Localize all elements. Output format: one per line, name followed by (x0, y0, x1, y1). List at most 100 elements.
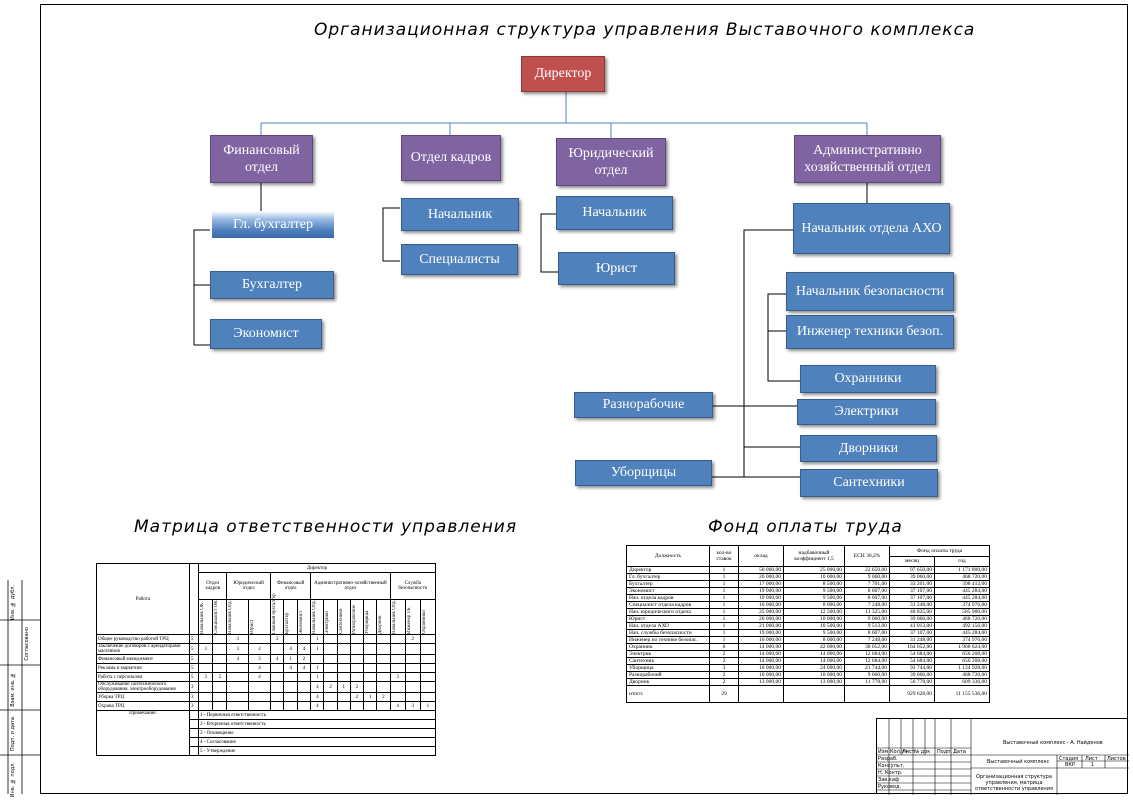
fund-cell: 10 000,00 (783, 615, 845, 623)
matrix-cell (283, 634, 298, 644)
matrix-subcol-header: Начальник Отд. (226, 599, 250, 635)
fund-cell: 9 500,00 (783, 629, 845, 637)
stamp-col-label: № док (914, 749, 931, 755)
fund-cell: 21 000,00 (738, 622, 784, 630)
stamp-description: Организационная структура управления, ма… (975, 774, 1053, 792)
fund-cell: Дворник (626, 678, 710, 686)
matrix-subcol-header: Сантехники (336, 599, 351, 635)
fund-cell: 13 000,00 (783, 678, 845, 686)
fund-cell: 10 000,00 (783, 573, 845, 581)
security-head-box: Начальник безопасности (786, 272, 954, 311)
matrix-cell (269, 672, 285, 682)
fund-cell: 31 248,00 (889, 636, 935, 644)
matrix-cell: 2 (296, 654, 312, 664)
fund-cell: Разнорабочий (626, 671, 710, 679)
matrix-cell: 4 (310, 692, 325, 702)
fund-cell: 9 500,00 (783, 587, 845, 595)
fund-cell: 22 650,00 (844, 566, 890, 574)
matrix-director-cell: 3 (189, 681, 199, 693)
fund-cell: 37 107,00 (889, 594, 935, 602)
matrix-cell (376, 701, 391, 711)
matrix-cell (363, 681, 378, 693)
fund-cell: 11 778,00 (844, 678, 890, 686)
matrix-cell (269, 681, 285, 693)
matrix-cell (363, 701, 378, 711)
fund-cell: 16 000,00 (738, 601, 784, 609)
fund-cell: 374 976,00 (933, 601, 991, 609)
fund-cell: 12 684,00 (844, 657, 890, 665)
matrix-notes-label: Примечание: (96, 710, 190, 756)
fund-cell: 24 000,00 (783, 664, 845, 672)
matrix-cell (197, 692, 214, 702)
fund-cell: 1 (709, 622, 739, 630)
fund-header-position: Должность (626, 545, 710, 567)
matrix-cell (349, 654, 365, 664)
fund-cell: 20 000,00 (738, 615, 784, 623)
matrix-row-name: Уборка ТРЦ (96, 692, 190, 702)
matrix-note: 5 - Утверждение (198, 746, 436, 756)
matrix-work-header: Работа (96, 563, 190, 635)
fund-cell: 39 060,00 (889, 615, 935, 623)
hr-head-box: Начальник (401, 198, 519, 231)
fund-cell: 19 000,00 (738, 629, 784, 637)
fund-total-label: итого: (626, 685, 710, 703)
matrix-cell (197, 663, 214, 673)
stamp-subject: Выставочный комплекс (987, 759, 1050, 765)
fund-cell: 656 208,00 (933, 657, 991, 665)
stamp-col-label: Кол.уч (890, 749, 908, 755)
matrix-group: Отдел кадров (197, 572, 228, 600)
matrix-cell (296, 701, 312, 711)
handymen-box: Разнорабочие (574, 392, 713, 418)
matrix-cell (323, 672, 338, 682)
matrix-cell (226, 663, 250, 673)
matrix-subcol-label: Бухгалтер (285, 612, 291, 634)
matrix-note: 4 - Согласование (198, 737, 436, 747)
matrix-subcol-label: Экономист (298, 610, 304, 634)
accountant-box: Бухгалтер (210, 271, 334, 299)
matrix-cell (269, 663, 285, 673)
matrix-row: Заключение договоров с арендаторами мага… (96, 643, 437, 655)
matrix-cell (336, 701, 351, 711)
matrix-director-cell: 5 (189, 643, 199, 655)
fund-cell: 8 607,00 (844, 629, 890, 637)
matrix-cell: 3 (226, 643, 250, 655)
matrix-cell: 1 (310, 672, 325, 682)
legal-head-box: Начальник (556, 196, 673, 230)
stamp-role: Консульт. (878, 763, 905, 769)
matrix-cell: 1 (310, 663, 325, 673)
matrix-cell: 4 (248, 663, 271, 673)
fund-cell: 9 060,00 (844, 573, 890, 581)
matrix-cell (419, 663, 437, 673)
fund-cell: 2 (709, 650, 739, 658)
fund-cell: Экономист (626, 587, 710, 595)
matrix-subcol-header: Инженер ТБ (404, 599, 421, 635)
fund-cell: 1 (709, 601, 739, 609)
matrix-cell (404, 672, 421, 682)
matrix-cell: 3 (226, 634, 250, 644)
matrix-cell (389, 663, 406, 673)
matrix-cell: 1 (336, 681, 351, 693)
guards-box: Охранники (800, 365, 936, 393)
matrix-subcol-header: Начальник ОК (197, 599, 214, 635)
matrix-cell (349, 672, 365, 682)
matrix-group: Юридический отдел (226, 572, 271, 600)
matrix-director-cell: 5 (189, 634, 199, 644)
matrix-cell: 1 (310, 634, 325, 644)
matrix-cell (419, 643, 437, 655)
admin-dept-box: Административно хозяйственный отдел (794, 135, 941, 183)
matrix-subcol-label: Сантехники (338, 608, 344, 634)
matrix-cell: 4 (283, 663, 298, 673)
stamp-sheets-label: Листов (1107, 756, 1126, 762)
matrix-subcol-label: Начальник Отд. (228, 600, 234, 634)
matrix-cell: 2 (349, 692, 365, 702)
matrix-director-cell: 5 (189, 654, 199, 664)
matrix-cell (389, 692, 406, 702)
stamp-col-label: Изм (878, 749, 889, 755)
side-stamp: Инв. № подл. Подп. и дата Взам. инв. № С… (0, 580, 40, 797)
matrix-director-cell: 5 (189, 672, 199, 682)
matrix-row-name: Работа с персоналом (96, 672, 190, 682)
fund-cell: 8 000,00 (783, 636, 845, 644)
fund-header-coef: надбавочный коэффициент 1,5 (783, 545, 845, 567)
